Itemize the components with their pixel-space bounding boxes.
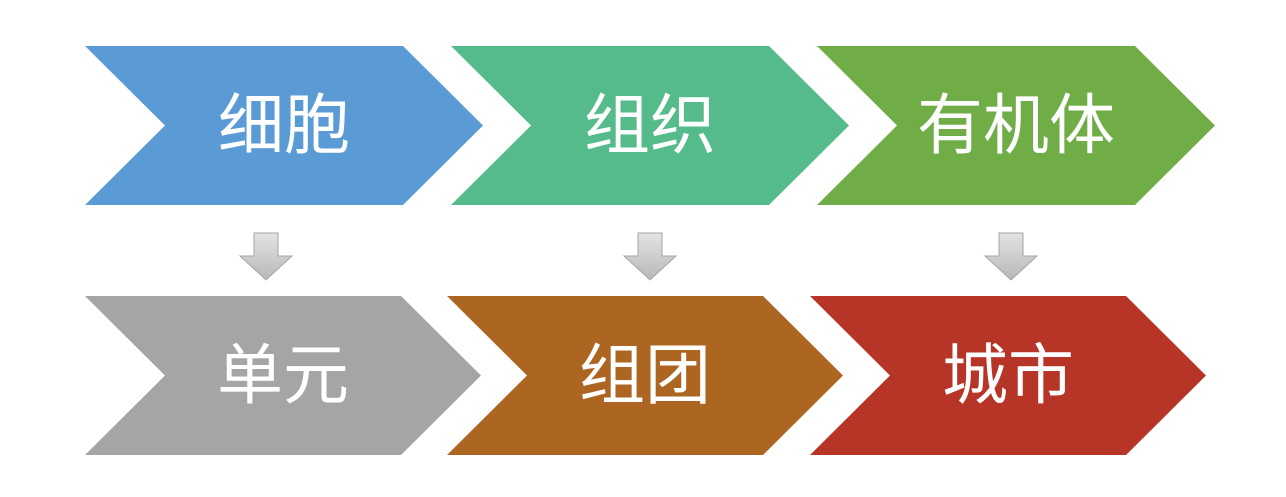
chevron-shape: [85, 46, 483, 205]
chevron-label: 城市: [942, 337, 1074, 414]
chevron-city: 城市: [810, 296, 1206, 455]
chevron-label: 细胞: [218, 87, 350, 164]
chevron-label: 有机体: [917, 87, 1115, 164]
chevron-shape: [810, 296, 1206, 455]
chevron-unit: 单元: [85, 296, 481, 455]
down-arrow-icon: [238, 232, 294, 281]
chevron-cluster: 组团: [447, 296, 843, 455]
chevron-cell: 细胞: [85, 46, 483, 205]
down-arrow-icon: [983, 232, 1039, 281]
chevron-label: 单元: [217, 337, 349, 414]
chevron-shape: [451, 46, 849, 205]
chevron-shape: [85, 296, 481, 455]
chevron-label: 组团: [579, 337, 711, 414]
chevron-label: 组织: [584, 87, 716, 164]
chevron-organism: 有机体: [817, 46, 1215, 205]
chevron-shape: [447, 296, 843, 455]
chevron-shape: [817, 46, 1215, 205]
down-arrow-icon: [622, 232, 678, 281]
chevron-tissue: 组织: [451, 46, 849, 205]
